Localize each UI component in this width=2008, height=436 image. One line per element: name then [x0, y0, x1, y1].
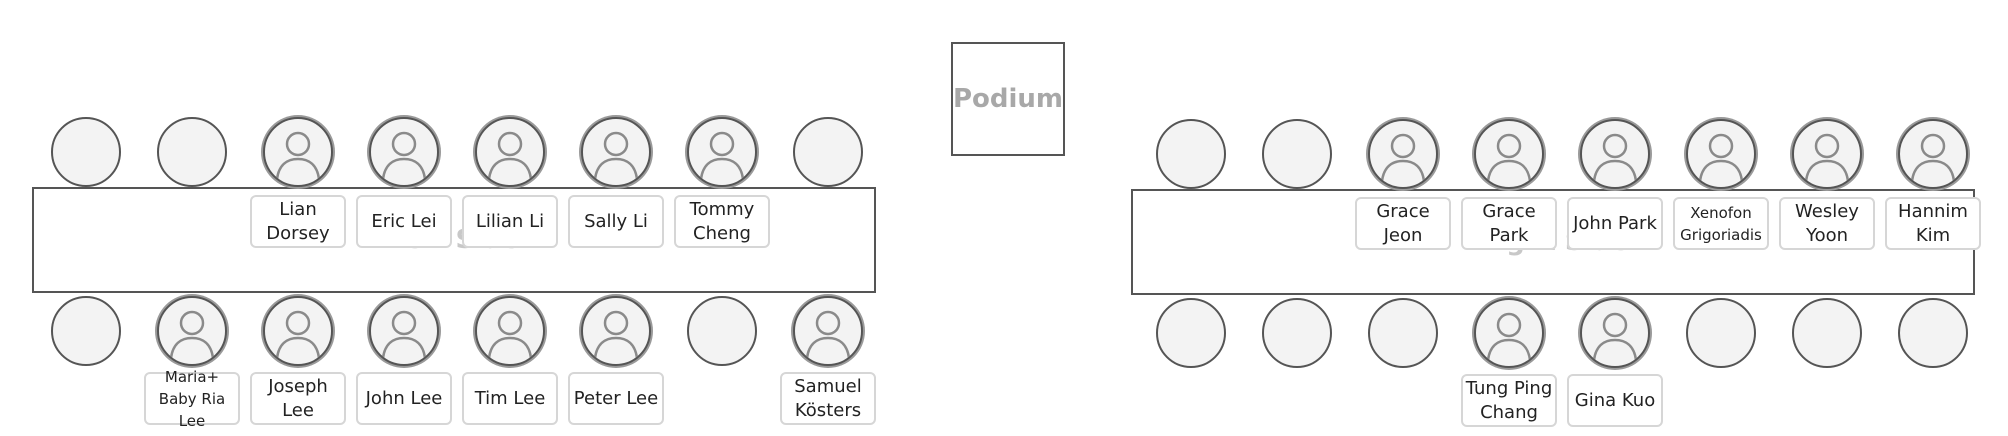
left-top-seat	[263, 117, 333, 187]
right-bottom-seat	[1898, 298, 1968, 368]
name-card: Tommy Cheng	[674, 195, 770, 248]
name-card: Wesley Yoon	[1779, 197, 1875, 250]
left-bottom-seat	[51, 296, 121, 366]
right-bottom-seat	[1368, 298, 1438, 368]
left-top-seat	[157, 117, 227, 187]
left-bottom-seat	[369, 296, 439, 366]
left-bottom-seat	[581, 296, 651, 366]
name-card: Lilian Li	[462, 195, 558, 248]
name-card: Tung Ping Chang	[1461, 374, 1557, 427]
name-card: Tim Lee	[462, 372, 558, 425]
right-top-seat	[1262, 119, 1332, 189]
left-bottom-seat	[263, 296, 333, 366]
podium-label: Podium	[952, 84, 1064, 114]
right-top-seat	[1898, 119, 1968, 189]
right-bottom-seat	[1156, 298, 1226, 368]
name-card: Gina Kuo	[1567, 374, 1663, 427]
left-top-seat	[475, 117, 545, 187]
left-top-seat	[369, 117, 439, 187]
left-bottom-seat	[793, 296, 863, 366]
left-top-seat	[793, 117, 863, 187]
name-card: John Lee	[356, 372, 452, 425]
name-card: Sally Li	[568, 195, 664, 248]
right-bottom-seat	[1474, 298, 1544, 368]
right-bottom-seat	[1580, 298, 1650, 368]
left-top-seat	[51, 117, 121, 187]
name-card: John Park	[1567, 197, 1663, 250]
right-top-seat	[1474, 119, 1544, 189]
name-card: Grace Jeon	[1355, 197, 1451, 250]
right-top-seat	[1156, 119, 1226, 189]
right-bottom-seat	[1262, 298, 1332, 368]
name-card: Peter Lee	[568, 372, 664, 425]
right-top-seat	[1686, 119, 1756, 189]
name-card: Xenofon Grigoriadis	[1673, 197, 1769, 250]
name-card: Hannim Kim	[1885, 197, 1981, 250]
right-top-seat	[1792, 119, 1862, 189]
left-top-seat	[581, 117, 651, 187]
name-card: Samuel Kösters	[780, 372, 876, 425]
name-card: Eric Lei	[356, 195, 452, 248]
name-card: Joseph Lee	[250, 372, 346, 425]
right-bottom-seat	[1686, 298, 1756, 368]
right-top-seat	[1580, 119, 1650, 189]
left-bottom-seat	[157, 296, 227, 366]
right-bottom-seat	[1792, 298, 1862, 368]
left-top-seat	[687, 117, 757, 187]
name-card: Maria+ Baby Ria Lee	[144, 368, 240, 430]
left-bottom-seat	[687, 296, 757, 366]
left-bottom-seat	[475, 296, 545, 366]
name-card: Lian Dorsey	[250, 195, 346, 248]
right-top-seat	[1368, 119, 1438, 189]
podium: Podium	[951, 42, 1065, 156]
name-card: Grace Park	[1461, 197, 1557, 250]
